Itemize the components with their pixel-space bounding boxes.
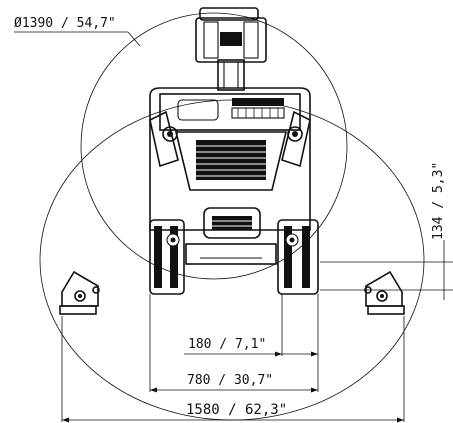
extension-lines	[61, 294, 405, 422]
dimension-1580-label: 1580 / 62,3"	[186, 402, 287, 418]
diameter-leader	[14, 31, 141, 47]
machine-body	[149, 87, 311, 265]
left-outrigger	[59, 270, 100, 315]
right-track	[277, 219, 319, 295]
dimension-780	[150, 387, 318, 393]
left-track	[149, 219, 185, 295]
dimension-180	[184, 351, 318, 357]
arm-assembly	[195, 7, 267, 91]
dimension-780-label: 780 / 30,7"	[187, 373, 273, 388]
right-outrigger	[364, 270, 405, 315]
vertical-dimension	[320, 240, 453, 300]
dimension-180-label: 180 / 7,1"	[188, 337, 266, 352]
diameter-label: Ø1390 / 54,7"	[14, 16, 116, 31]
upper-swing-circle	[80, 12, 348, 280]
vertical-dimension-label: 134 / 5,3"	[431, 162, 446, 240]
dimension-1580	[62, 417, 404, 423]
